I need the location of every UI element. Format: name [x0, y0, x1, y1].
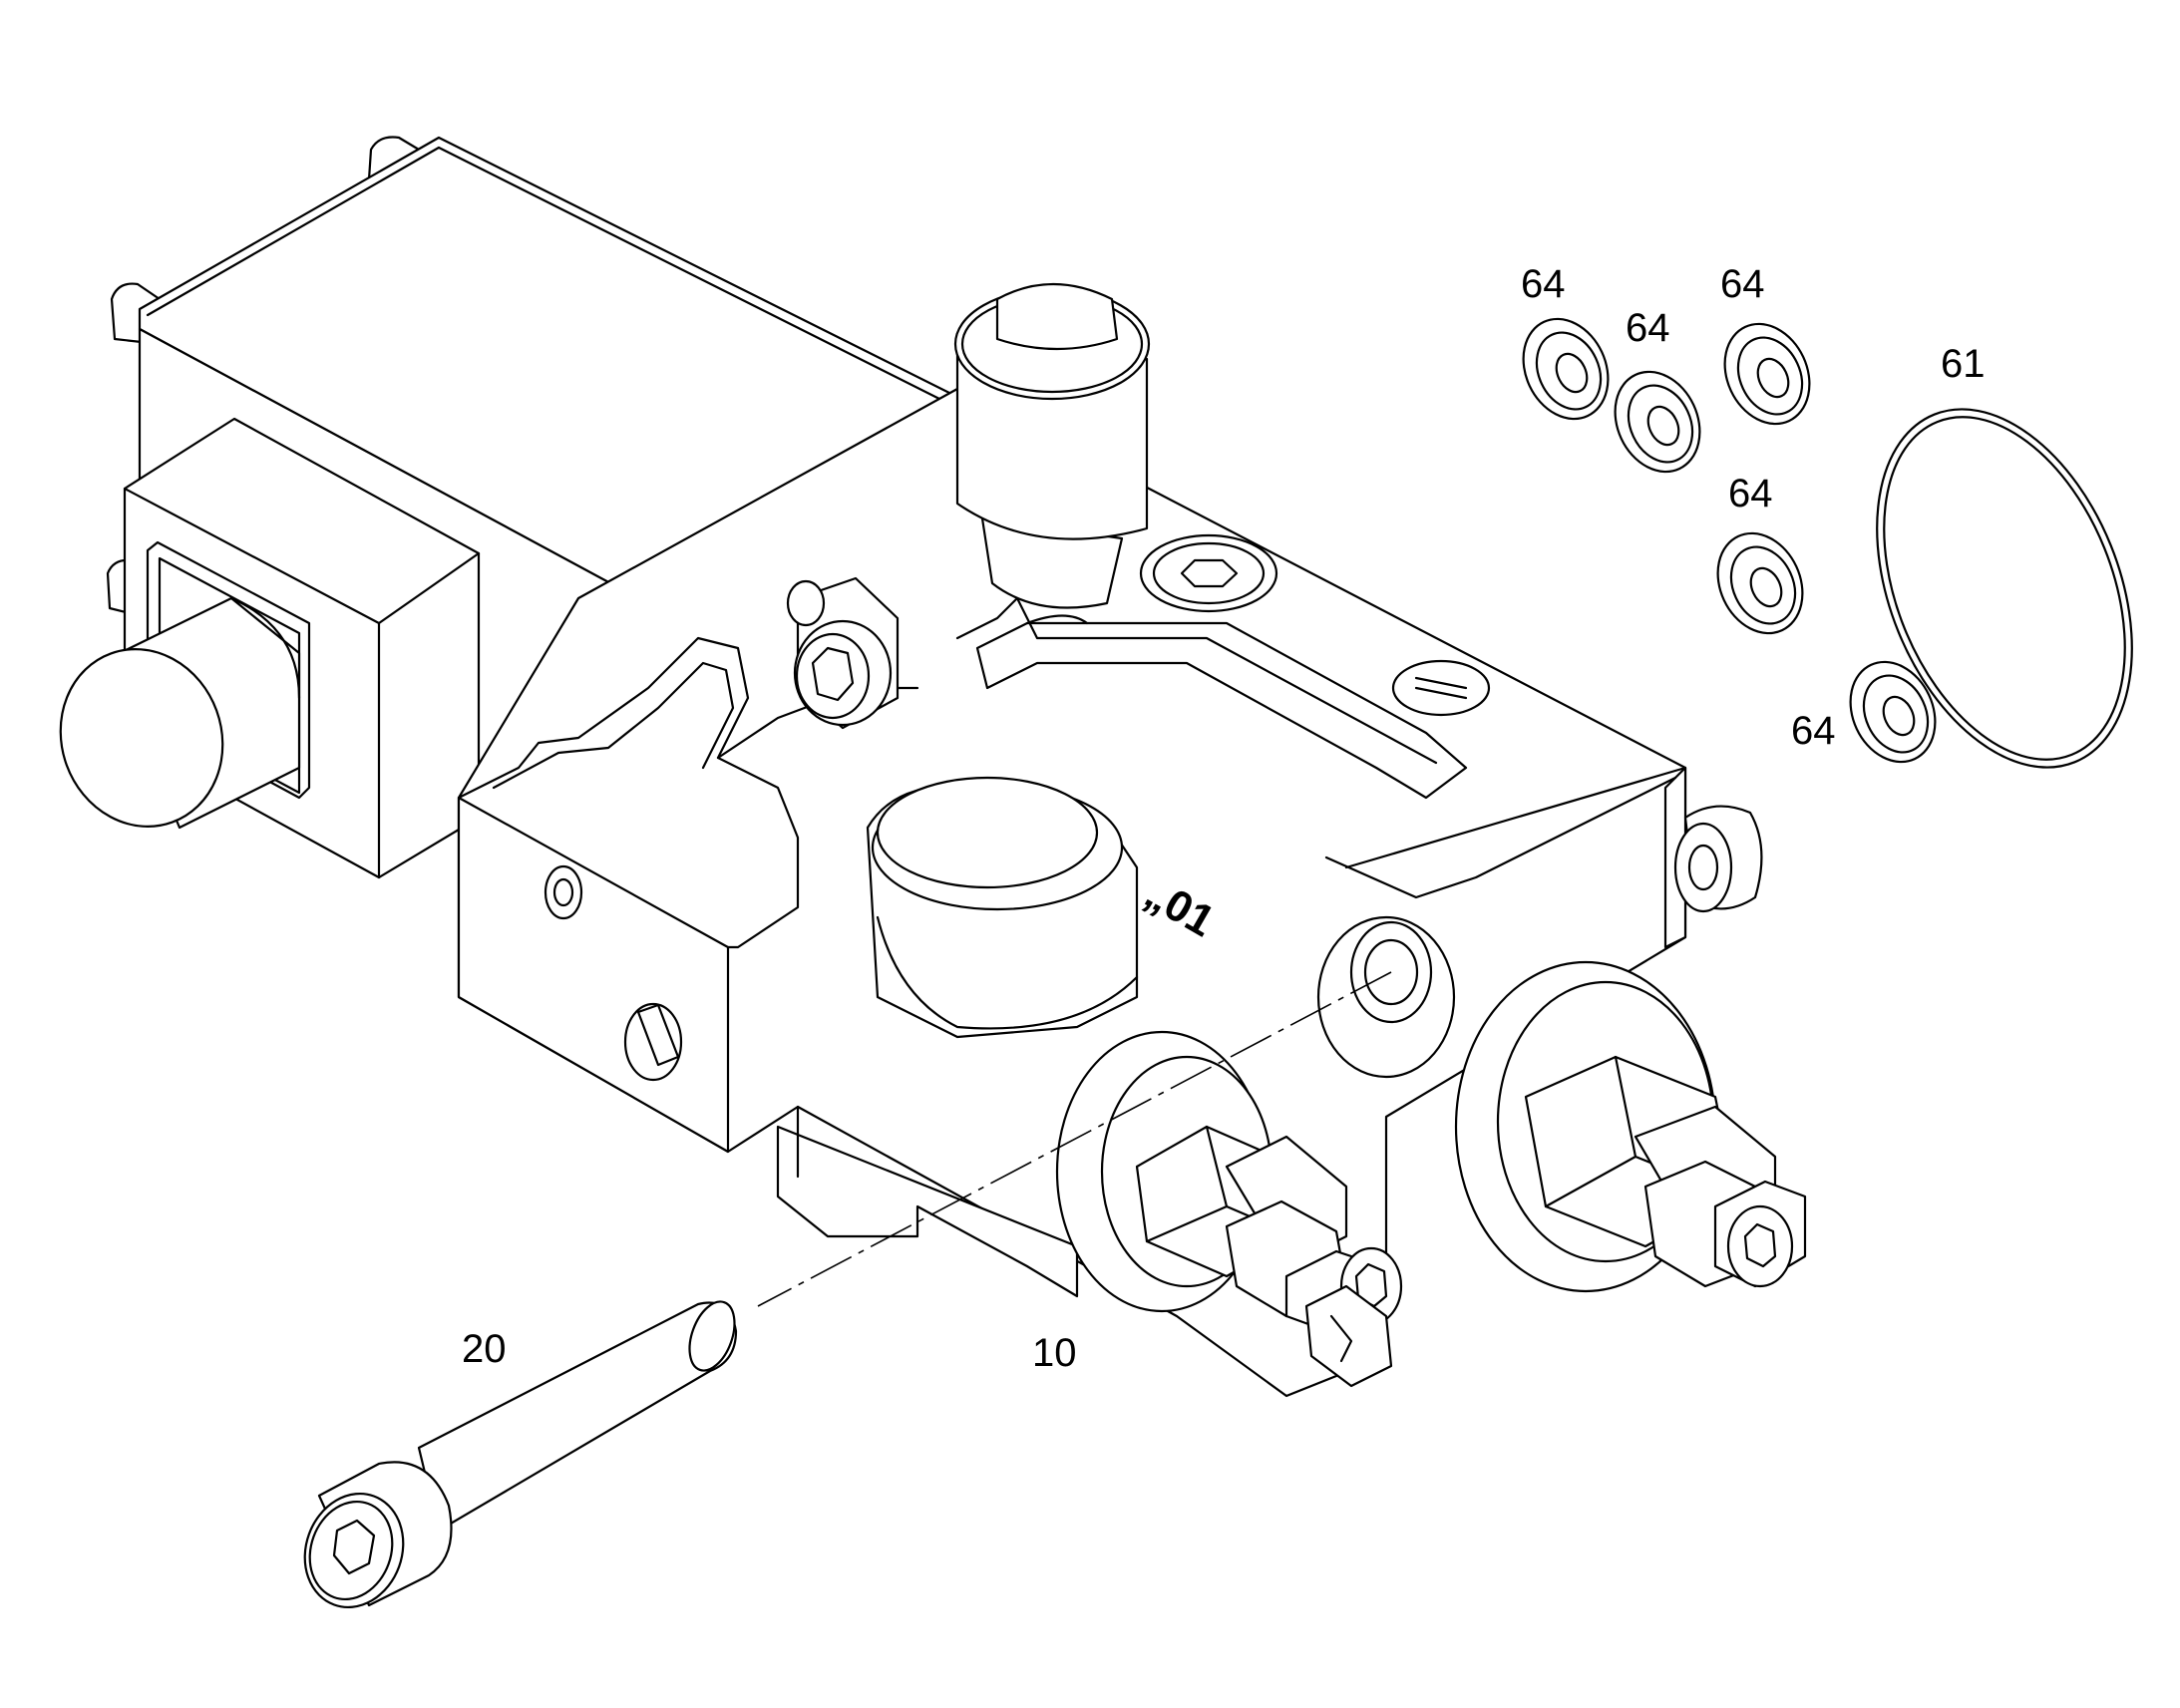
callout-20: 20: [462, 1327, 507, 1371]
callout-64-e: 64: [1791, 709, 1836, 753]
callout-64-b: 64: [1626, 306, 1670, 350]
left-hex-cap-screw: [786, 576, 900, 730]
seal-washer-64-d: [1716, 531, 1804, 635]
top-slotted-screw: [1391, 659, 1491, 717]
upper-port-boss: [1316, 915, 1456, 1079]
seal-washer-64-e: [1849, 660, 1937, 764]
seal-washer-64-a: [1522, 317, 1610, 421]
callout-10: 10: [1032, 1331, 1077, 1375]
callout-64-a: 64: [1521, 262, 1566, 306]
top-cap-screw-hex: [1139, 533, 1278, 613]
right-fitting-assembly: [1454, 960, 1807, 1293]
cap-screw-part-20: [303, 1300, 738, 1609]
seal-washer-64-c: [1723, 322, 1811, 426]
right-knurled-nut: [1673, 805, 1763, 913]
callout-64-c: 64: [1720, 262, 1765, 306]
callout-61: 61: [1941, 342, 1986, 386]
valve-block-body: „01: [457, 387, 1687, 1398]
solenoid-knob: [953, 282, 1151, 609]
seal-washer-64-b: [1614, 370, 1701, 474]
o-ring-part-61: [1876, 408, 2133, 769]
callout-64-d: 64: [1728, 472, 1773, 515]
bottom-hex-screw: [1304, 1284, 1393, 1388]
assembly-axis-line: [757, 971, 1392, 1307]
